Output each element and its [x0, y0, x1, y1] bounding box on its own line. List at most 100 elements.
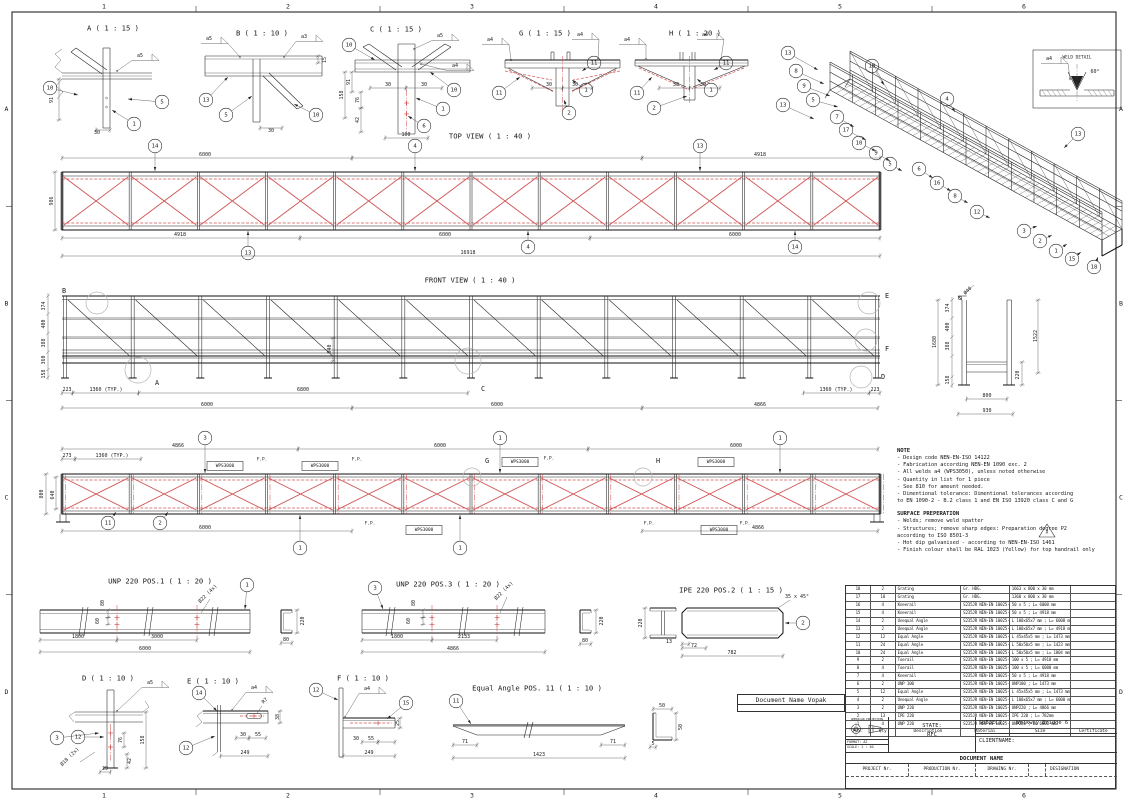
text-label: A	[5, 105, 9, 113]
text-label: 12	[75, 734, 82, 740]
text-label: 4	[526, 244, 530, 250]
parts-cell: 2	[871, 705, 896, 712]
balloon-10: 10	[429, 71, 462, 98]
text-label: 13	[203, 97, 210, 103]
text-label: 6000	[491, 402, 503, 408]
dashed-divider	[846, 775, 1117, 777]
text-label: 30	[240, 732, 246, 738]
text-label: 5	[224, 112, 227, 118]
text-label: 15	[403, 700, 410, 706]
text-label: WPS3000	[216, 463, 235, 469]
balloon-3: 3	[49, 730, 100, 746]
text-label: 388	[945, 341, 951, 350]
text-label: 930	[982, 408, 991, 414]
balloon-5: 5	[882, 156, 903, 172]
clientname-label: CLIENTNAME:	[979, 738, 1015, 745]
text-label: F.P.	[365, 521, 376, 527]
text-label: 11	[634, 90, 641, 96]
parts-cell: Kneerail	[896, 601, 962, 609]
text-label: F.P.	[544, 456, 555, 462]
text-label: 1	[441, 106, 444, 112]
text-label: 11	[723, 60, 730, 66]
weld-detail-box	[1032, 49, 1122, 109]
parts-cell: UNP220 ; L= 4866 mm	[1010, 705, 1072, 712]
text-label: 91	[346, 79, 352, 85]
text-label: UNP 220 POS.3 ( 1 : 20 )	[396, 580, 500, 589]
text-label: C	[5, 494, 9, 502]
text-label: D	[881, 373, 885, 381]
parts-cell: 16	[846, 601, 871, 609]
text-label: 30	[94, 130, 100, 136]
text-label: C ( 1 : 15 )	[370, 25, 422, 34]
parts-cell: IPE 220	[896, 713, 962, 720]
surface-prep-line: according to ISO 8501-3	[897, 532, 969, 539]
note-line: - All welds a4 (WPS3050), unless noted o…	[897, 469, 1046, 476]
parts-cell: 2	[871, 697, 896, 705]
parts-cell: S235JR NEN-EN 10025-2	[963, 681, 1010, 689]
text-label: E	[885, 292, 889, 300]
balloon-2: 2	[785, 615, 811, 631]
text-label: 3	[1022, 228, 1025, 234]
parts-cell: 2	[871, 617, 896, 625]
balloon-3: 3	[197, 430, 213, 473]
text-label: 55	[255, 732, 261, 738]
parts-cell: 8	[846, 665, 871, 673]
format-value: A2	[863, 739, 868, 744]
text-label: 4	[945, 96, 949, 102]
text-label: 16918	[460, 250, 475, 256]
text-label: 2	[286, 792, 290, 800]
text-label: 6	[1022, 3, 1026, 11]
text-label: 25	[395, 720, 401, 726]
text-label: 29	[102, 766, 108, 772]
balloon-13: 13	[198, 76, 229, 108]
balloon-11: 11	[629, 76, 653, 101]
text-label: 50	[659, 703, 665, 709]
parts-cell: Grating	[896, 586, 962, 593]
surface-prep-title: SURFACE PREPERATION	[897, 511, 960, 518]
balloon-2: 2	[561, 99, 577, 121]
parts-cell: S235JR NEN-EN 10025-2	[963, 625, 1010, 633]
subject-label: SUBJECT:	[979, 719, 1005, 726]
text-label: a4	[577, 32, 583, 38]
text-label: a4	[1046, 56, 1052, 62]
text-label: a4	[452, 63, 458, 69]
balloon-12: 12	[969, 204, 991, 220]
view-unp1	[38, 598, 300, 655]
text-label: 10	[856, 140, 863, 146]
parts-cell: 5	[846, 689, 871, 697]
third-angle-projection-icon	[849, 722, 882, 736]
balloon-1: 1	[292, 515, 308, 556]
projection-cell: AMERICAN PROJECTION FORMAT: A2 SCALE: 1 …	[846, 716, 889, 752]
balloon-13: 13	[780, 45, 819, 71]
text-label: 1	[102, 792, 106, 800]
parts-cell: S235JR NEN-EN 10025-2	[963, 673, 1010, 681]
text-label: 80	[582, 638, 588, 644]
text-label: 18	[1091, 264, 1098, 270]
text-label: IPE 220 POS.2 ( 1 : 15 )	[679, 586, 783, 595]
parts-cell: UNP220 ; L= 6000 mm	[1010, 720, 1072, 728]
text-label: a3	[301, 34, 307, 40]
parts-cell	[1071, 594, 1115, 601]
view-ea11	[451, 706, 679, 761]
surface-prep-line: - Welds; remove weld spatter	[897, 518, 984, 525]
text-label: a4	[251, 685, 257, 691]
text-label: 16	[934, 180, 941, 186]
balloon-5: 5	[805, 92, 839, 108]
balloon-1: 1	[492, 430, 508, 473]
text-label: 12	[313, 687, 320, 693]
balloon-12: 12	[70, 729, 104, 745]
text-label: 10	[451, 87, 458, 93]
scale-label: SCALE:	[847, 744, 860, 749]
text-label: 800	[982, 393, 991, 399]
balloon-9: 9	[868, 145, 891, 162]
text-label: G	[485, 457, 489, 465]
text-label: 9	[802, 83, 805, 89]
text-label: R7	[261, 697, 270, 706]
parts-cell: S235JR NEN-EN 10025-2	[963, 641, 1010, 649]
parts-cell: 1360 x 800 x 30 mm	[1010, 593, 1072, 601]
parts-cell: Gr. HDG.	[961, 586, 1010, 593]
text-label: 13	[780, 102, 787, 108]
